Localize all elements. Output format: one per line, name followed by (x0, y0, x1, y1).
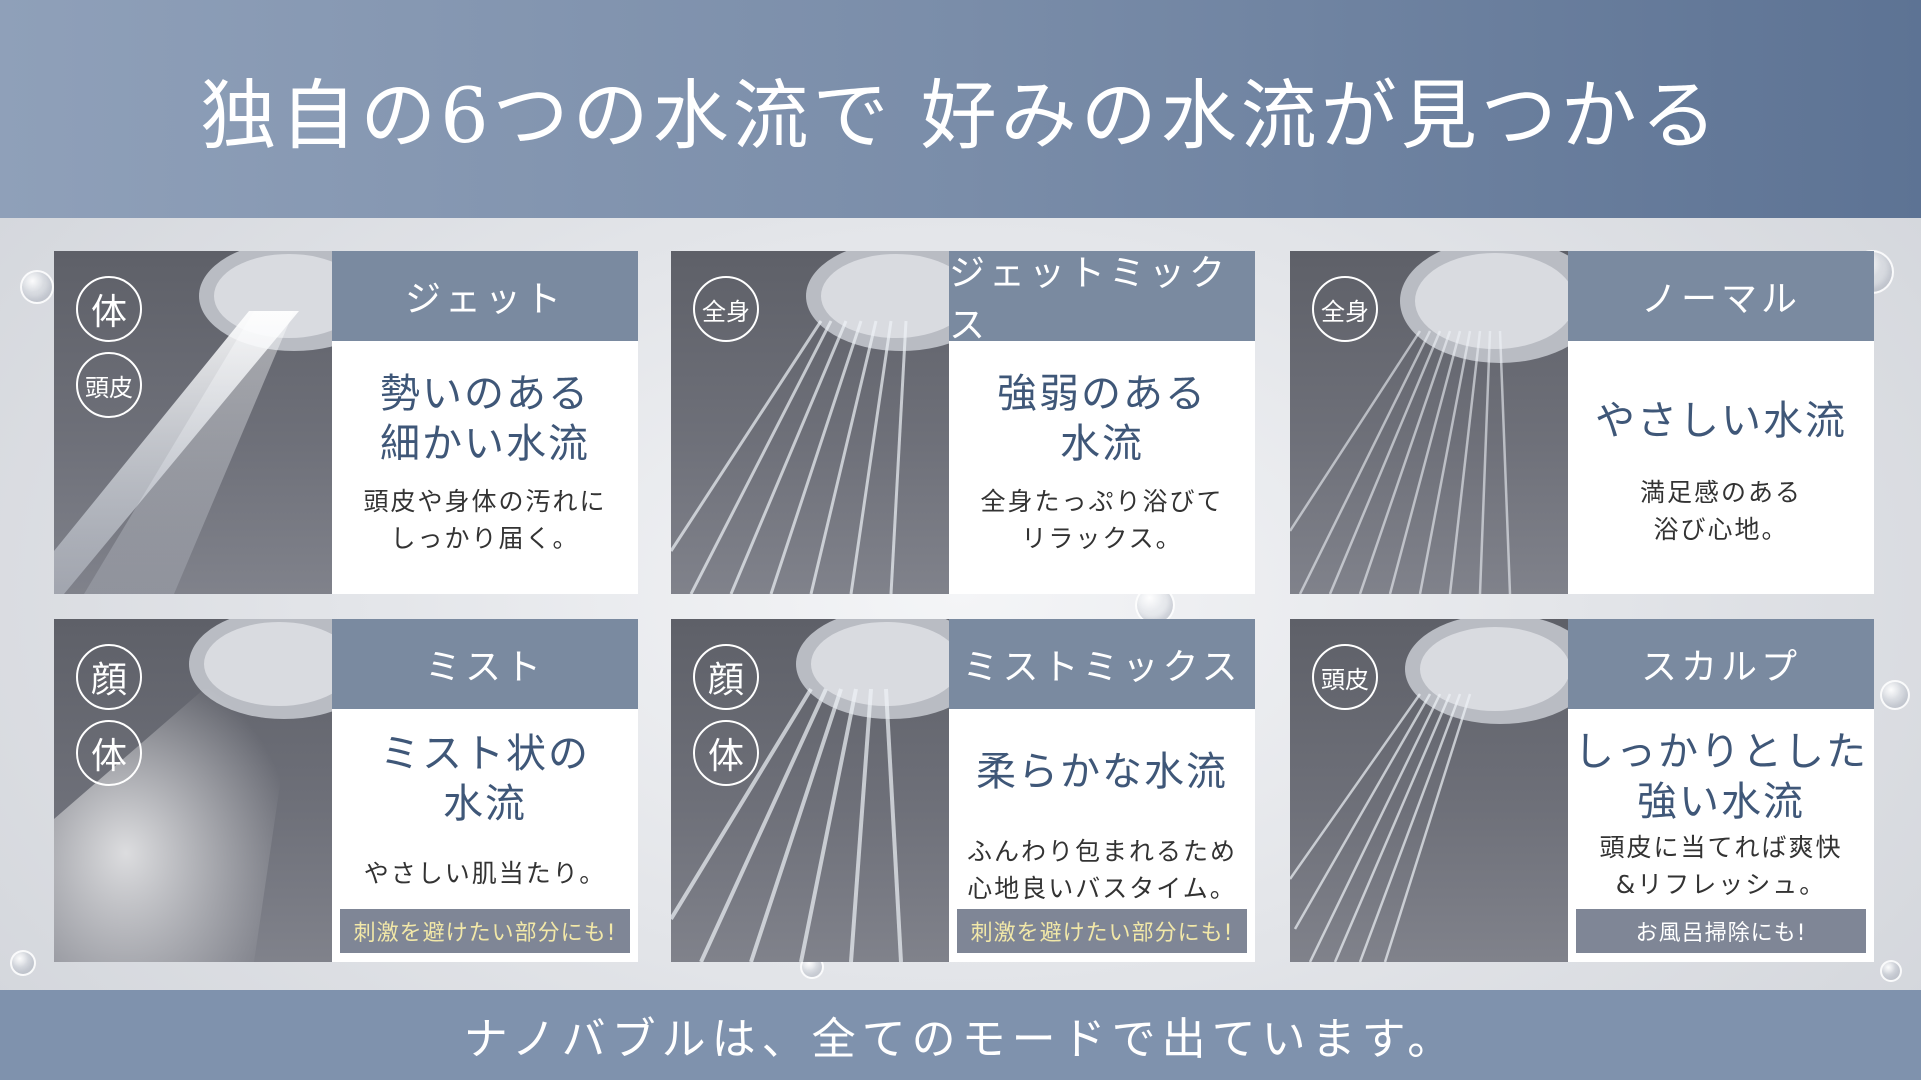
mode-tag: 刺激を避けたい部分にも! (957, 909, 1247, 953)
mode-card-jet-mix: 全身 ジェットミックス 強弱のある 水流 全身たっぷり浴びて リラックス。 (671, 251, 1255, 594)
shower-photo: 全身 (671, 251, 949, 594)
mode-card-scalp: 頭皮 スカルプ しっかりとした 強い水流 頭皮に当てれば爽快 &リフレッシュ。 … (1290, 619, 1874, 962)
mode-info: ノーマル やさしい水流 満足感のある 浴び心地。 (1568, 251, 1874, 594)
target-badge-whole-body: 全身 (1312, 276, 1378, 342)
mode-description: やさしい肌当たり。 (363, 859, 607, 888)
mode-description: 満足感のある 浴び心地。 (1639, 478, 1802, 544)
target-badge-scalp: 頭皮 (1312, 644, 1378, 710)
mode-headline: 勢いのある 細かい水流 (380, 371, 590, 467)
shower-photo: 頭皮 (1290, 619, 1568, 962)
mode-tag: お風呂掃除にも! (1576, 909, 1866, 953)
page-title: 独自の6つの水流で 好みの水流が見つかる (200, 71, 1721, 160)
target-badge-body: 体 (693, 720, 759, 786)
footer-note: ナノバブルは、全てのモードで出ています。 (463, 1014, 1458, 1065)
mode-info: スカルプ しっかりとした 強い水流 頭皮に当てれば爽快 &リフレッシュ。 お風呂… (1568, 619, 1874, 962)
mode-card-mist: 顔 体 ミスト ミスト状の 水流 やさしい肌当たり。 刺激を避けたい部分にも! (54, 619, 638, 962)
shower-photo: 全身 (1290, 251, 1568, 594)
footer-banner: ナノバブルは、全てのモードで出ています。 (0, 990, 1921, 1080)
bubble-decoration (10, 950, 36, 976)
mode-description: 全身たっぷり浴びて リラックス。 (980, 487, 1224, 553)
mode-card-mist-mix: 顔 体 ミストミックス 柔らかな水流 ふんわり包まれるため 心地良いバスタイム。… (671, 619, 1255, 962)
mode-info: ジェットミックス 強弱のある 水流 全身たっぷり浴びて リラックス。 (949, 251, 1255, 594)
target-badge-face: 顔 (693, 644, 759, 710)
header-banner: 独自の6つの水流で 好みの水流が見つかる (0, 0, 1921, 218)
shower-spray-image (1290, 251, 1568, 594)
bubble-decoration (1880, 960, 1902, 982)
shower-photo: 顔 体 (54, 619, 332, 962)
bubble-decoration (20, 270, 54, 304)
mode-headline: 強弱のある 水流 (997, 371, 1207, 467)
shower-spray-image (54, 619, 332, 962)
mode-title: ミストミックス (949, 619, 1255, 709)
target-badge-scalp: 頭皮 (76, 352, 142, 418)
mode-title: ノーマル (1568, 251, 1874, 341)
mode-card-jet: 体 頭皮 ジェット 勢いのある 細かい水流 頭皮や身体の汚れに しっかり届く。 (54, 251, 638, 594)
mode-headline: 柔らかな水流 (976, 749, 1228, 795)
shower-spray-image (671, 619, 949, 962)
mode-tag: 刺激を避けたい部分にも! (340, 909, 630, 953)
mode-headline: ミスト状の 水流 (380, 731, 590, 827)
mode-title: スカルプ (1568, 619, 1874, 709)
mode-description: 頭皮に当てれば爽快 &リフレッシュ。 (1599, 833, 1843, 899)
mode-title: ジェットミックス (949, 251, 1255, 346)
mode-title: ジェット (332, 251, 638, 341)
mode-info: ミストミックス 柔らかな水流 ふんわり包まれるため 心地良いバスタイム。 刺激を… (949, 619, 1255, 962)
mode-headline: しっかりとした 強い水流 (1574, 729, 1868, 825)
shower-spray-image (671, 251, 949, 594)
shower-spray-image (54, 251, 332, 594)
mode-headline: やさしい水流 (1595, 398, 1847, 444)
shower-photo: 体 頭皮 (54, 251, 332, 594)
shower-spray-image (1290, 619, 1568, 962)
mode-description: ふんわり包まれるため 心地良いバスタイム。 (966, 837, 1237, 903)
bubble-decoration (1880, 680, 1910, 710)
target-badge-body: 体 (76, 720, 142, 786)
target-badge-face: 顔 (76, 644, 142, 710)
mode-info: ジェット 勢いのある 細かい水流 頭皮や身体の汚れに しっかり届く。 (332, 251, 638, 594)
target-badge-body: 体 (76, 276, 142, 342)
mode-card-normal: 全身 ノーマル やさしい水流 満足感のある 浴び心地。 (1290, 251, 1874, 594)
mode-description: 頭皮や身体の汚れに しっかり届く。 (363, 487, 607, 553)
shower-photo: 顔 体 (671, 619, 949, 962)
target-badge-whole-body: 全身 (693, 276, 759, 342)
mode-title: ミスト (332, 619, 638, 709)
mode-info: ミスト ミスト状の 水流 やさしい肌当たり。 刺激を避けたい部分にも! (332, 619, 638, 962)
